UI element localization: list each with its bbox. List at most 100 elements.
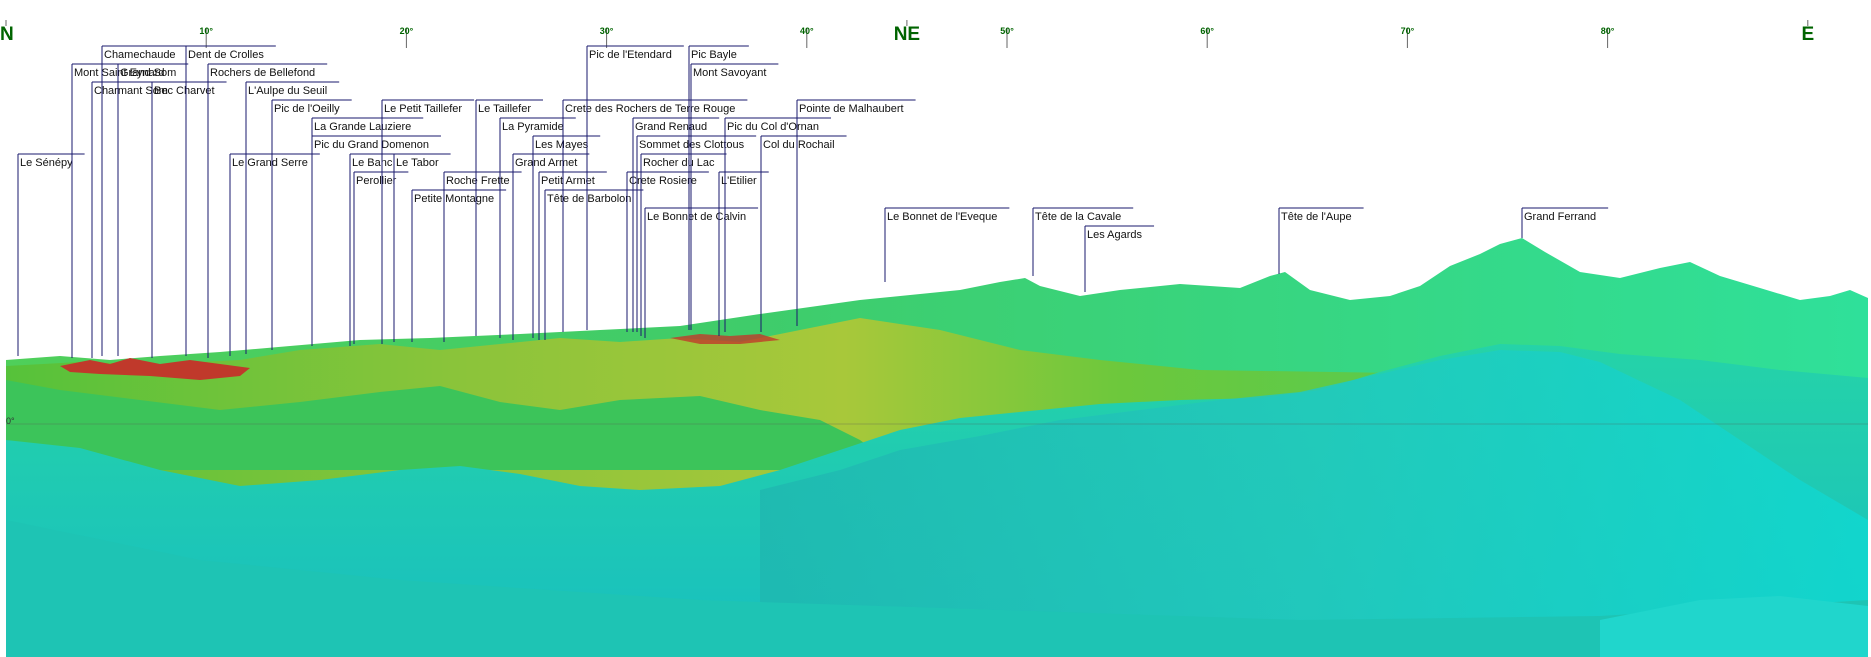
compass-tick-label: 30°: [600, 26, 614, 36]
compass-tick-label: 80°: [1601, 26, 1615, 36]
peak-name: Les Mayes: [535, 139, 589, 151]
peak-label: Chamechaude: [101, 45, 188, 356]
peak-label: Petit Armet: [538, 171, 607, 340]
peak-name: L'Etilier: [721, 175, 757, 187]
compass-cardinal-e: E: [1801, 24, 1814, 45]
peak-name: Chamechaude: [104, 49, 176, 61]
peak-name: Pic Bayle: [691, 49, 737, 61]
peak-name: Le Bonnet de Calvin: [647, 211, 746, 223]
peak-name: L'Aulpe du Seuil: [248, 85, 327, 97]
peak-name: Roche Frette: [446, 175, 510, 187]
compass-scale: 10° 20° 30° 40° 50° 60° 70° 80° N NE E: [0, 20, 1814, 48]
peak-name: Sommet des Clottous: [639, 139, 745, 151]
peak-label: Les Mayes: [532, 135, 601, 338]
compass-tick-label: 20°: [400, 26, 414, 36]
peak-label: Dent de Crolles: [185, 45, 276, 356]
peak-label: Pic du Col d'Ornan: [724, 117, 831, 332]
terrain-near-ridge: [760, 350, 1868, 657]
compass-tick-label: 70°: [1401, 26, 1415, 36]
compass-cardinal-n: N: [0, 24, 14, 45]
terrain-red-patch: [670, 334, 780, 344]
peak-label: Le Sénépy: [17, 153, 85, 356]
peak-name: Pic de l'Etendard: [589, 49, 672, 61]
peak-name: Le Petit Taillefer: [384, 103, 462, 115]
peak-label: Col du Rochail: [760, 135, 847, 332]
peak-name: Les Agards: [1087, 229, 1143, 241]
peak-name: Le Tabor: [396, 157, 439, 169]
peak-name: Tête de la Cavale: [1035, 211, 1121, 223]
peak-label: Grand Ferrand: [1521, 207, 1609, 238]
peak-label: Le Bonnet de Calvin: [644, 207, 759, 338]
peak-name: Le Bonnet de l'Eveque: [887, 211, 997, 223]
peak-label: Le Bonnet de l'Eveque: [884, 207, 1010, 282]
peak-label: Sommet des Clottous: [636, 135, 757, 332]
peak-name: Dent de Crolles: [188, 49, 264, 61]
peak-label: Grand Som: [117, 63, 189, 356]
peak-name: Mont Saint Eynard: [74, 67, 165, 79]
peak-label: La Pyramide: [499, 117, 576, 338]
peak-label: Mont Savoyant: [690, 63, 779, 330]
peak-label: Bec Charvet: [151, 81, 227, 358]
peak-name: Pointe de Malhaubert: [799, 103, 904, 115]
peak-name: Le Taillefer: [478, 103, 531, 115]
peak-label: Les Agards: [1084, 225, 1155, 292]
peak-name: Le Banc: [352, 157, 393, 169]
terrain-red-band: [60, 358, 250, 380]
peak-name: Le Grand Serre: [232, 157, 308, 169]
peak-name: Petite Montagne: [414, 193, 494, 205]
peak-name: Col du Rochail: [763, 139, 835, 151]
peak-label: Crete Rosiere: [626, 171, 709, 332]
peak-name: Pic du Grand Domenon: [314, 139, 429, 151]
terrain: [6, 238, 1868, 657]
peak-label: Pic de l'Oeilly: [271, 99, 352, 350]
peak-name: Crete des Rochers de Terre Rouge: [565, 103, 735, 115]
peak-label: Tête de Barbolon: [544, 189, 644, 340]
peak-label: Pic du Grand Domenon: [311, 135, 441, 346]
peak-label: L'Aulpe du Seuil: [245, 81, 340, 354]
peak-name: Pic de l'Oeilly: [274, 103, 340, 115]
peak-label: Roche Frette: [443, 171, 522, 342]
peak-name: Grand Renaud: [635, 121, 707, 133]
terrain-foreground: [6, 520, 1868, 657]
peak-name: Rochers de Bellefond: [210, 67, 315, 79]
peak-label: Perollier: [353, 171, 409, 344]
peak-label: Le Tabor: [393, 153, 451, 342]
compass-tick-label: 10°: [199, 26, 213, 36]
peak-name: Le Sénépy: [20, 157, 73, 169]
peak-name: Tête de l'Aupe: [1281, 211, 1352, 223]
peak-label: Tête de la Cavale: [1032, 207, 1134, 276]
peak-label: La Grande Lauziere: [311, 117, 424, 346]
peak-label: Le Grand Serre: [229, 153, 320, 356]
terrain-green-foothills: [6, 380, 900, 470]
peak-name: Bec Charvet: [154, 85, 215, 97]
compass-tick-label: 60°: [1200, 26, 1214, 36]
peak-label: L'Etilier: [718, 171, 769, 336]
peak-label: Crete des Rochers de Terre Rouge: [562, 99, 748, 332]
peak-label: Petite Montagne: [411, 189, 507, 342]
peak-name: Grand Som: [120, 67, 176, 79]
peak-name: Perollier: [356, 175, 397, 187]
peak-label: Rochers de Bellefond: [207, 63, 328, 358]
peak-label: Rocher du Lac: [640, 153, 727, 336]
peak-name: Pic du Col d'Ornan: [727, 121, 819, 133]
peak-name: Grand Ferrand: [1524, 211, 1596, 223]
peak-name: Tête de Barbolon: [547, 193, 631, 205]
peak-name: Crete Rosiere: [629, 175, 697, 187]
peak-label: Pointe de Malhaubert: [796, 99, 916, 326]
peak-name: Rocher du Lac: [643, 157, 715, 169]
peak-name: Mont Savoyant: [693, 67, 766, 79]
peak-label: Pic Bayle: [688, 45, 749, 330]
peak-name: La Pyramide: [502, 121, 564, 133]
terrain-foreground-bright: [1600, 596, 1868, 657]
peak-label: Le Taillefer: [475, 99, 543, 336]
peak-name: Grand Armet: [515, 157, 577, 169]
compass-tick-label: 40°: [800, 26, 814, 36]
peak-label: Grand Armet: [512, 153, 590, 340]
horizon-label: 0°: [6, 416, 15, 426]
compass-cardinal-ne: NE: [894, 24, 920, 45]
compass-tick-label: 50°: [1000, 26, 1014, 36]
peak-name: La Grande Lauziere: [314, 121, 411, 133]
peak-name: Charmant Som: [94, 85, 168, 97]
